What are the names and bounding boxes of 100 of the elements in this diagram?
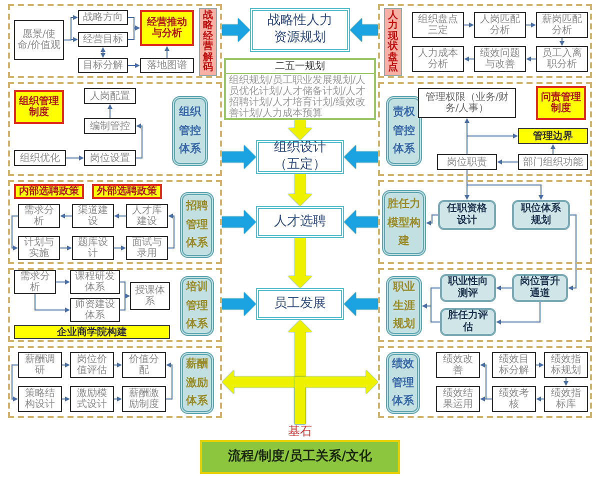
- dashed-panel: [8, 268, 222, 342]
- connector-arrow: [128, 26, 140, 40]
- dashed-panel: [378, 82, 592, 176]
- connector-arrow: [62, 396, 70, 402]
- process-box: 组织盘点三定: [412, 12, 464, 38]
- process-box: 需求分析: [14, 270, 56, 294]
- block-arrow: [288, 174, 312, 206]
- process-box: 职业性向测评: [440, 274, 496, 302]
- connector-arrow: [114, 396, 122, 402]
- connector-arrow: [526, 56, 536, 62]
- connector-arrow: [62, 362, 70, 368]
- connector-arrow: [114, 246, 126, 250]
- process-box: 胜任力评估: [440, 308, 496, 336]
- process-box: 落地图谱: [140, 58, 194, 73]
- process-box: 岗位价值评估: [70, 352, 114, 378]
- vertical-label-box: 人力现状盘点: [384, 8, 402, 76]
- dashed-panel: [8, 180, 222, 264]
- connector-arrow: [560, 38, 564, 46]
- connector-arrow: [550, 144, 556, 154]
- process-box: 管理权限（业务/财务/人事）: [418, 88, 516, 118]
- block-arrow: [344, 292, 378, 316]
- block-arrow: [344, 145, 378, 169]
- stage-box: 人才选聘: [256, 206, 344, 238]
- block-arrow: [222, 145, 256, 169]
- connector-arrow: [64, 37, 78, 42]
- process-box: 岗位晋升通道: [512, 274, 568, 302]
- dashed-panel: [8, 4, 222, 78]
- process-box: 任职资格设计: [438, 200, 496, 230]
- highlight-box: 外部选聘政策: [92, 184, 162, 199]
- connector-arrow: [34, 294, 70, 312]
- block-arrow: [288, 120, 312, 140]
- system-box: 责权管控体系: [386, 96, 422, 166]
- process-box: 薪酬调研: [18, 352, 62, 378]
- vertical-label-box: 战略经营解码: [199, 8, 217, 76]
- connector-arrow: [114, 362, 122, 368]
- connector-arrow: [60, 214, 72, 218]
- dashed-panel: [378, 346, 592, 418]
- connector-arrow: [464, 118, 470, 154]
- process-box: 绩效结果运用: [436, 386, 480, 412]
- foundation-band: 流程/制度/员工关系/文化: [200, 440, 400, 474]
- process-box: 渠道建设: [72, 204, 114, 228]
- connector-arrow: [526, 22, 536, 28]
- connector-arrow: [114, 214, 126, 218]
- connector-arrow: [56, 280, 70, 284]
- process-box: 绩效改善: [436, 352, 480, 378]
- highlight-box: 问责管理制度: [536, 86, 586, 120]
- block-arrow: [350, 18, 378, 42]
- system-box: 薪酬激励体系: [180, 352, 214, 414]
- system-box: 胜任力模型构建: [382, 190, 426, 256]
- system-box: 组织管控体系: [172, 96, 208, 166]
- system-box: 招聘管理体系: [180, 192, 214, 258]
- connector-arrow: [164, 46, 170, 58]
- process-box: 人才库建设: [126, 204, 168, 228]
- block-arrow: [222, 292, 256, 316]
- connector-arrow: [496, 302, 540, 324]
- process-box: 薪酬激励制度: [122, 386, 166, 412]
- connector-arrow: [120, 291, 128, 310]
- connector-arrow: [466, 170, 544, 200]
- connector-arrow: [568, 214, 576, 290]
- process-box: 课程研发体系: [70, 270, 120, 294]
- block-arrow: [222, 210, 256, 234]
- highlight-bar: 管理边界: [518, 128, 588, 144]
- system-box: 绩效管理体系: [386, 352, 420, 414]
- connector-arrow: [564, 378, 568, 386]
- process-box: 需求分析: [18, 204, 60, 228]
- connector-arrow: [464, 22, 474, 28]
- connector-arrow: [168, 214, 174, 248]
- plan-heading: 二五一规划: [226, 60, 374, 74]
- foundation-heading: 基石: [288, 424, 312, 438]
- dashed-panel: [8, 346, 222, 418]
- plan-text: 组织规划/员工职业发展规划/人员优化计划/人才储备计划/人才招聘计划/人才培育计划/绩效改善计划/人力成本预算: [228, 74, 367, 119]
- process-box: 职位体系规划: [512, 200, 570, 230]
- process-box: 师资建设体系: [70, 298, 120, 322]
- connector-arrow: [497, 160, 518, 164]
- process-box: 激励模式设计: [70, 386, 114, 412]
- process-box: 绩效指标库: [544, 386, 588, 412]
- process-box: 岗位职责: [437, 154, 497, 170]
- process-box: 绩效考核: [492, 386, 536, 412]
- connector-arrow: [136, 124, 142, 158]
- connector-arrow: [536, 396, 544, 402]
- stage-box: 战略性人力资源规划: [250, 8, 350, 52]
- connector-arrow: [496, 286, 512, 290]
- process-box: 薪岗匹配分析: [536, 12, 588, 38]
- block-arrow: [222, 18, 250, 42]
- connector-arrow: [480, 362, 492, 400]
- process-box: 岗位设置: [84, 150, 136, 166]
- process-box: 计划与实施: [18, 236, 60, 260]
- process-box: 绩效问题与改善: [474, 46, 526, 72]
- process-box: 绩效指标规划: [544, 352, 588, 378]
- connector-arrow: [100, 47, 106, 58]
- process-box: 组织优化: [14, 150, 66, 166]
- stage-box: 员工发展: [256, 288, 344, 320]
- process-box: 经营目标: [78, 32, 128, 47]
- connector-arrow: [536, 362, 544, 368]
- connector-arrow: [66, 156, 84, 160]
- process-box: 面试与录用: [126, 236, 168, 260]
- process-box: 策略结构设计: [18, 386, 62, 412]
- system-box: 职业生涯规划: [386, 276, 422, 336]
- stage-box: 组织设计（五定）: [256, 140, 344, 174]
- connector-arrow: [128, 63, 140, 68]
